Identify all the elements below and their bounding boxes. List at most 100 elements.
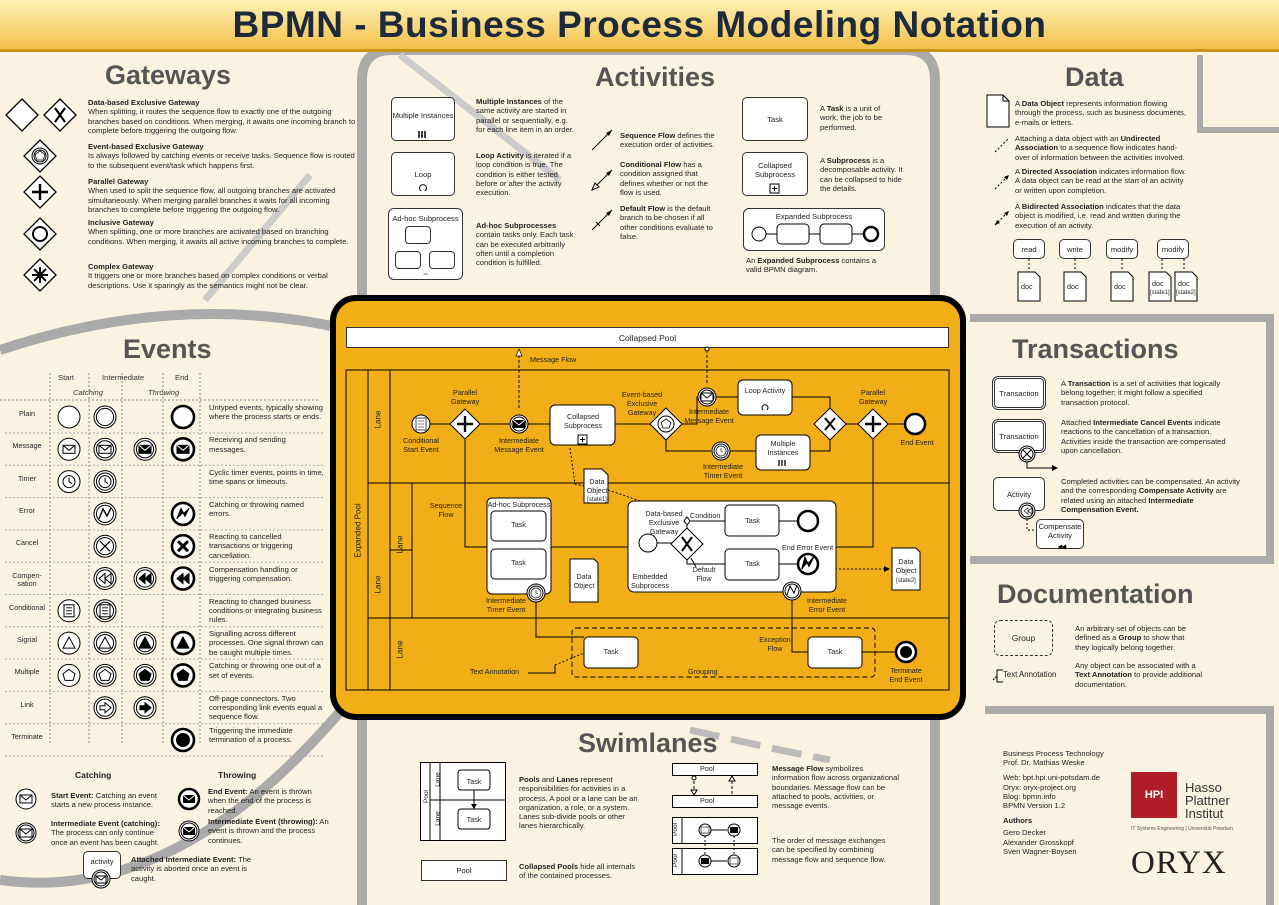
swimlanes-desc-4: The order of message exchanges can be sp… bbox=[772, 836, 886, 864]
events-col-start: Start bbox=[58, 373, 75, 382]
pool-task-3: Task bbox=[745, 516, 760, 525]
documentation-desc-1: An arbitrary set of objects can be defin… bbox=[1075, 624, 1187, 652]
multi-instance-marker-icon bbox=[418, 131, 426, 138]
task-desc: A Task is a unit of work, the job to be … bbox=[820, 104, 883, 132]
sequence-flow-desc: Sequence Flow defines the execution orde… bbox=[620, 131, 715, 150]
swim-task-1: Task bbox=[466, 777, 482, 786]
legend-start-desc: Start Event: Catching an event starts a … bbox=[51, 791, 157, 810]
data-object-icon bbox=[986, 94, 1010, 128]
event-row-desc: Untyped events, typically showing where … bbox=[209, 403, 323, 422]
msg-pool-label-2: Pool bbox=[700, 796, 715, 805]
loop-activity: Loop bbox=[391, 152, 455, 196]
event-symbol-icon bbox=[170, 566, 196, 591]
transaction-box-1: Transaction bbox=[992, 376, 1046, 410]
legend-attached-desc: Attached Intermediate Event: The activit… bbox=[131, 855, 252, 883]
adhoc-subprocess-box: Ad-hoc Subprocess ~ bbox=[388, 208, 463, 280]
hpi-subtitle: IT Systems Engineering | Universität Pot… bbox=[1131, 826, 1233, 832]
expanded-desc: An Expanded Subprocess contains a valid … bbox=[746, 256, 877, 275]
pool-db-gateway: Data-based Exclusive Gateway bbox=[645, 509, 683, 536]
pool-embedded: Embedded Subprocess bbox=[631, 572, 669, 590]
swimlanes-desc-1: Pools and Lanes represent responsibiliti… bbox=[519, 775, 638, 831]
event-row-desc: Catching or throwing one out of a set of… bbox=[209, 661, 321, 680]
credits-block: Business Process Technology Prof. Dr. Ma… bbox=[1003, 749, 1104, 856]
event-row-label: Plain bbox=[19, 409, 35, 418]
event-symbol-icon bbox=[93, 663, 117, 687]
pool-cond-start: Conditional Start Event bbox=[403, 436, 439, 454]
legend-icatch-desc: Intermediate Event (catching): The proce… bbox=[51, 819, 160, 847]
multi-instance-activity: Multiple Instances bbox=[391, 97, 455, 141]
doc-label-4: doc bbox=[1152, 279, 1164, 288]
event-row-desc: Catching or throwing named errors. bbox=[209, 499, 304, 519]
event-row-desc: Reacting to changed business conditions … bbox=[209, 596, 322, 625]
attached-event-icon bbox=[91, 869, 111, 889]
lane-label-4: Lane bbox=[395, 640, 405, 659]
event-row-desc: Cyclic timer events, points in time, tim… bbox=[209, 467, 324, 486]
modify-task-2: modify bbox=[1157, 239, 1189, 259]
pool-int-msg-2: Intermediate Message Event bbox=[684, 407, 734, 425]
event-symbol-icon bbox=[93, 631, 117, 655]
pool-end-error: End Error Event bbox=[782, 543, 834, 552]
event-row-label: Cancel bbox=[15, 538, 39, 548]
doc-label-3: doc bbox=[1114, 282, 1126, 291]
page-title: BPMN - Business Process Modeling Notatio… bbox=[232, 4, 1047, 45]
write-task: write bbox=[1059, 239, 1091, 259]
pool-seq-flow: Sequence Flow bbox=[429, 501, 463, 519]
events-col-catching: Catching bbox=[73, 388, 103, 397]
swimlane-pool-example bbox=[420, 762, 506, 841]
loop-marker-icon bbox=[419, 184, 427, 192]
transaction-desc-3: Completed activities can be compensated.… bbox=[1061, 477, 1240, 514]
event-row-label: Compen-sation bbox=[12, 570, 42, 589]
event-symbol-icon bbox=[93, 502, 117, 526]
event-symbol-icon bbox=[93, 534, 117, 558]
inclusive-gateway-icon bbox=[23, 217, 57, 251]
event-symbol-icon bbox=[170, 533, 196, 559]
pool-task-5: Task bbox=[603, 647, 619, 656]
gateway-shapes bbox=[5, 98, 77, 292]
event-symbol-icon bbox=[133, 437, 157, 461]
pool-data-object-3: Data Object bbox=[895, 557, 917, 575]
swim-pool-label: Pool bbox=[423, 789, 431, 804]
flow-arrows bbox=[591, 129, 613, 231]
event-row-label: Terminate bbox=[11, 732, 43, 741]
event-symbol-icon bbox=[170, 663, 196, 688]
swim-lane-label-2: Lane bbox=[434, 811, 442, 826]
compensate-activity-box: Compensate Activity bbox=[1036, 519, 1084, 549]
event-symbol-icon bbox=[93, 437, 117, 461]
event-row-desc: Compensation handling or triggering comp… bbox=[209, 564, 298, 583]
end-message-icon bbox=[177, 787, 201, 811]
swim-task-2: Task bbox=[466, 815, 482, 824]
pool-collapsed-sub: Collapsed Subprocess bbox=[564, 412, 602, 430]
pool-par-gateway: Parallel Gateway bbox=[450, 388, 480, 406]
pool-multi: Multiple Instances bbox=[767, 439, 799, 457]
swimlanes-desc-2: Collapsed Pools hide all internals of th… bbox=[519, 862, 636, 881]
annotation-bracket-icon bbox=[992, 669, 1003, 683]
doc-state-1: [state1] bbox=[1150, 290, 1170, 296]
legend-icons bbox=[15, 787, 201, 844]
message-flow-example bbox=[672, 763, 758, 875]
event-row-desc: Reacting to cancelled transactions or tr… bbox=[209, 532, 293, 560]
msg-pool-label-3: Pool bbox=[672, 822, 680, 837]
pool-par-gateway-2: Parallel Gateway bbox=[858, 388, 888, 406]
pool-loop: Loop Activity bbox=[744, 386, 786, 395]
event-symbol-icon bbox=[57, 437, 81, 461]
start-message-icon bbox=[15, 788, 37, 810]
events-heading: Events bbox=[123, 334, 212, 364]
swim-lane-label-1: Lane bbox=[434, 772, 442, 787]
event-row-desc: Triggering the immediate termination of … bbox=[209, 726, 293, 745]
legend-end-desc: End Event: An event is thrown when the e… bbox=[208, 787, 312, 815]
data-desc-1: A Data Object represents information flo… bbox=[1015, 99, 1186, 127]
conditional-flow-desc: Conditional Flow has a condition assigne… bbox=[620, 160, 708, 197]
event-row-label: Message bbox=[12, 441, 42, 451]
event-symbol-icon bbox=[170, 501, 196, 527]
events-col-intermediate: Intermediate bbox=[102, 373, 145, 382]
pool-task-1: Task bbox=[511, 520, 526, 529]
pool-task-4: Task bbox=[745, 559, 760, 568]
text-annotation-example: Text Annotation bbox=[1003, 670, 1057, 679]
event-symbol-icon bbox=[133, 567, 157, 590]
event-symbol-icon bbox=[57, 663, 81, 687]
doc-label-5: doc bbox=[1178, 279, 1190, 288]
